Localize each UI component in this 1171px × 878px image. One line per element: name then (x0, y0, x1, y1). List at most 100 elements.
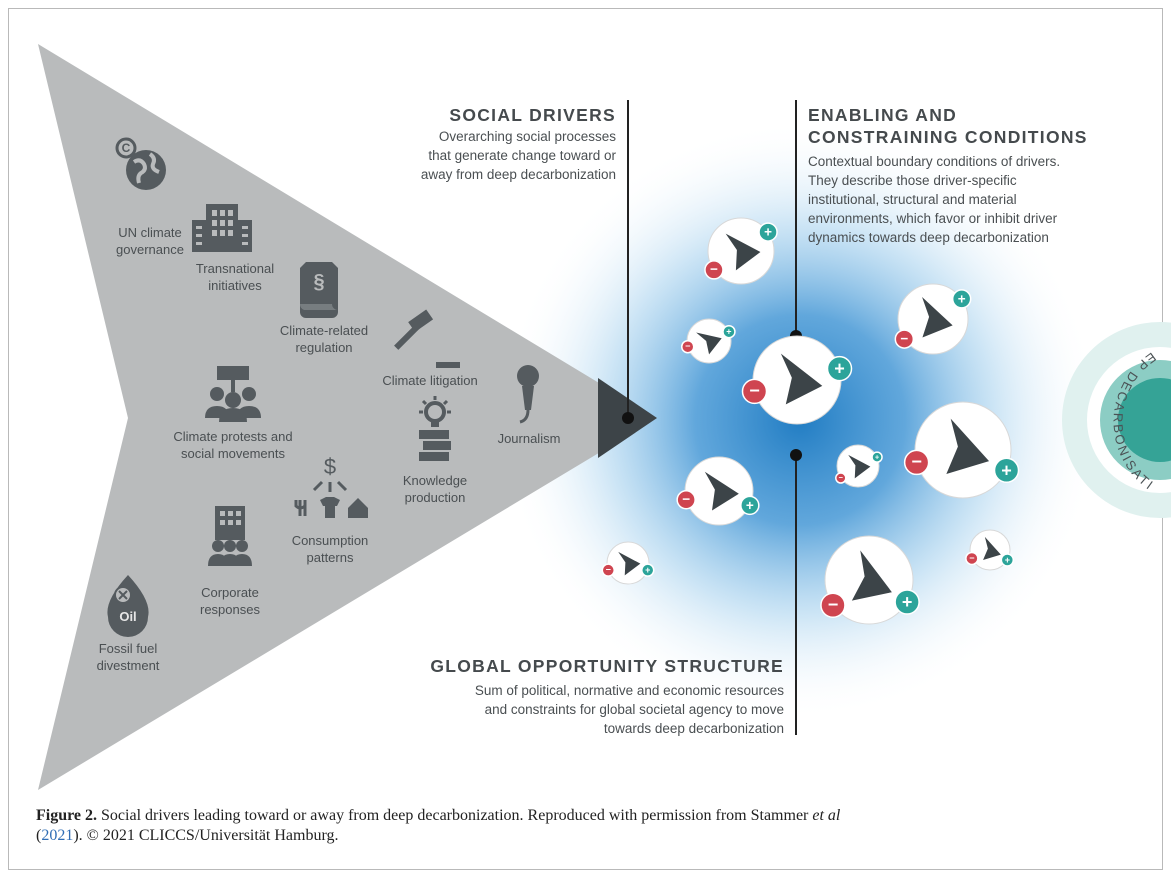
plus-badge (826, 355, 853, 382)
plus-sign: + (1001, 460, 1012, 480)
caption-et-al: et al (812, 807, 841, 824)
minus-sign: − (606, 565, 611, 575)
document-section-icon: § (299, 262, 338, 318)
driver-node: −+ (820, 535, 920, 625)
minus-sign: − (900, 331, 908, 346)
driver-node: −+ (704, 217, 778, 285)
driver-node: −+ (601, 541, 655, 585)
office-people-icon (208, 506, 252, 566)
minus-badge (903, 449, 930, 476)
plus-badge (758, 222, 778, 242)
driver-arrow (983, 536, 1001, 561)
globe-copyright-icon: C (115, 137, 166, 190)
plus-sign: + (645, 565, 650, 575)
plus-sign: + (834, 359, 845, 379)
minus-badge (601, 563, 616, 577)
driver-label-litigation: Climate litigation (382, 373, 478, 388)
minus-badge (741, 378, 768, 405)
minus-sign: − (969, 553, 974, 563)
driver-arrow (780, 353, 823, 405)
plus-badge (951, 289, 972, 309)
plus-sign: + (764, 225, 772, 240)
social-drivers-title: SOCIAL DRIVERS (449, 105, 616, 125)
driver-label-knowledge: Knowledge production (402, 473, 468, 505)
minus-sign: − (839, 473, 844, 482)
caption-text-a: Social drivers leading toward or away fr… (97, 807, 813, 824)
minus-badge (894, 329, 915, 349)
driver-node: −+ (680, 318, 736, 364)
plus-badge (740, 495, 760, 516)
caption-year-link[interactable]: 2021 (41, 827, 74, 844)
svg-text:$: $ (324, 454, 336, 479)
minus-sign: − (749, 380, 760, 400)
plus-badge (640, 563, 655, 577)
svg-text:§: § (313, 271, 324, 293)
driver-node: −+ (894, 283, 972, 355)
social-drivers-diagram: DEEP DECARBONISATION −+−+−+−+−+−+−+−+−+−… (0, 0, 1171, 790)
driver-arrow (946, 418, 990, 475)
svg-text:Oil: Oil (119, 609, 136, 624)
minus-sign: − (710, 262, 718, 277)
driver-node: −+ (835, 444, 883, 488)
driver-arrow (725, 233, 761, 271)
driver-arrow (848, 454, 871, 479)
social-drivers-description: Overarching social processes that genera… (420, 129, 616, 182)
enabling-title: ENABLING AND CONSTRAINING CONDITIONS (808, 105, 1088, 147)
minus-badge (835, 472, 847, 484)
figure-caption: Figure 2. Social drivers leading toward … (36, 806, 1136, 846)
minus-sign: − (828, 594, 839, 614)
driver-icons: C § (107, 137, 539, 637)
plus-badge (722, 324, 736, 339)
driver-arrow (618, 551, 641, 576)
driver-arrow (696, 332, 722, 355)
plus-badge (993, 457, 1020, 484)
driver-node: −+ (676, 456, 760, 526)
social-drivers-dot (622, 412, 634, 424)
driver-label-regulation: Climate-related regulation (279, 323, 369, 355)
driver-label-fossil: Fossil fuel divestment (96, 641, 160, 673)
minus-badge (704, 260, 724, 280)
plus-sign: + (902, 592, 913, 612)
global-title: GLOBAL OPPORTUNITY STRUCTURE (430, 656, 784, 676)
driver-label-journalism: Journalism (497, 431, 561, 446)
caption-paren-open: ( (36, 827, 42, 844)
minus-badge (676, 490, 696, 510)
oil-drop-icon: Oil (107, 575, 149, 637)
microphone-icon (517, 365, 539, 424)
minus-sign: − (682, 492, 690, 507)
gavel-icon (394, 309, 460, 368)
driver-label-un: UN climate governance (116, 225, 184, 257)
plus-sign: + (726, 327, 731, 337)
global-dot (790, 449, 802, 461)
driver-arrow (851, 550, 892, 601)
lightbulb-books-icon (419, 396, 451, 461)
driver-nodes: −+−+−+−+−+−+−+−+−+−+ (601, 217, 1020, 625)
minus-badge (820, 592, 846, 618)
driver-node: −+ (741, 335, 853, 425)
driver-arrow (704, 471, 739, 511)
driver-node: −+ (903, 401, 1020, 499)
plus-badge (1000, 553, 1015, 567)
global-description: Sum of political, normative and economic… (474, 683, 784, 736)
plus-badge (894, 589, 920, 615)
driver-label-protests: Climate protests and social movements (173, 429, 293, 461)
driver-label-consumption: Consumption patterns (291, 533, 369, 565)
driver-node: −+ (965, 529, 1015, 571)
minus-sign: − (911, 451, 922, 471)
driver-arrow (922, 296, 953, 338)
driver-label-corporate: Corporate responses (200, 585, 260, 617)
minus-badge (680, 339, 695, 354)
plus-sign: + (746, 498, 754, 513)
plus-badge (871, 451, 883, 463)
minus-badge (965, 551, 979, 566)
enabling-description: Contextual boundary conditions of driver… (808, 154, 1061, 245)
dollar-goods-icon: $ (294, 454, 368, 518)
buildings-icon (192, 204, 252, 252)
minus-sign: − (685, 341, 690, 351)
plus-sign: + (958, 291, 966, 306)
caption-label: Figure 2. (36, 807, 98, 824)
driver-label-transnational: Transnational initiatives (195, 261, 275, 293)
plus-sign: + (1005, 555, 1010, 565)
crowd-sign-icon (205, 366, 261, 422)
plus-sign: + (875, 453, 880, 462)
